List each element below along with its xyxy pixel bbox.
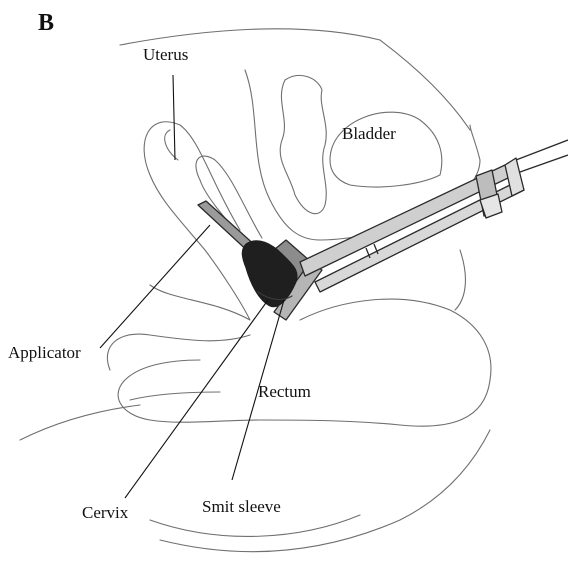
- uterus-leader: [173, 75, 175, 160]
- applicator: [198, 140, 568, 320]
- label-rectum: Rectum: [258, 382, 311, 401]
- panel-label: B: [38, 10, 54, 36]
- bladder: [245, 70, 480, 240]
- label-bladder: Bladder: [342, 124, 396, 143]
- cervix-leader: [125, 300, 268, 498]
- label-uterus: Uterus: [143, 45, 188, 64]
- applicator-leader: [100, 225, 210, 348]
- label-smit-sleeve: Smit sleeve: [202, 497, 281, 516]
- label-applicator: Applicator: [8, 343, 81, 362]
- uterus: [144, 122, 262, 320]
- label-cervix: Cervix: [82, 503, 129, 522]
